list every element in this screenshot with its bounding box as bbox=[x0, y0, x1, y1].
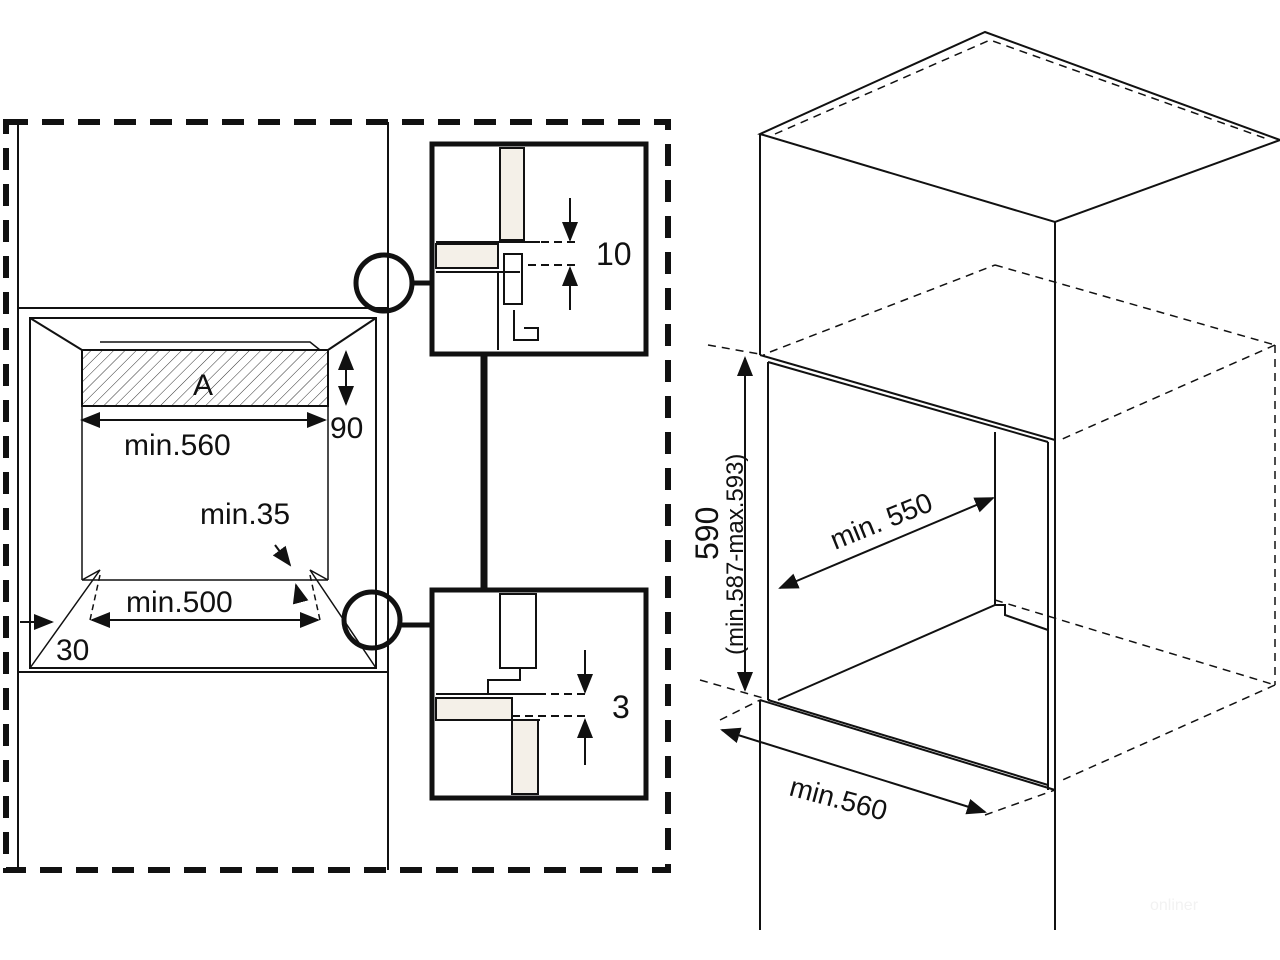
detail-gap-10: 10 bbox=[596, 236, 632, 272]
label-a: A bbox=[193, 369, 213, 402]
dim-bottom-500: min.500 bbox=[126, 586, 233, 619]
detail-bottom bbox=[429, 587, 649, 801]
detail-gap-3: 3 bbox=[612, 689, 630, 725]
dim-width-560: min.560 bbox=[124, 429, 231, 462]
front-view bbox=[3, 119, 671, 873]
dim-height-range: (min.587-max.593) bbox=[722, 454, 749, 655]
dim-width-560-right: min.560 bbox=[786, 771, 890, 827]
detail-marker-bottom bbox=[341, 589, 403, 651]
detail-top bbox=[429, 141, 649, 357]
dim-height-590: 590 bbox=[689, 507, 725, 560]
dim-side-35: min.35 bbox=[200, 498, 290, 531]
oven-niche bbox=[17, 307, 389, 673]
cabinet-isometric bbox=[699, 30, 1280, 930]
dim-offset-30: 30 bbox=[56, 634, 89, 667]
detail-marker-top bbox=[353, 252, 415, 314]
hatched-area-a bbox=[81, 349, 329, 407]
dim-height-90: 90 bbox=[330, 412, 363, 445]
dashed-frame bbox=[3, 119, 671, 873]
watermark: onliner bbox=[1150, 897, 1199, 914]
